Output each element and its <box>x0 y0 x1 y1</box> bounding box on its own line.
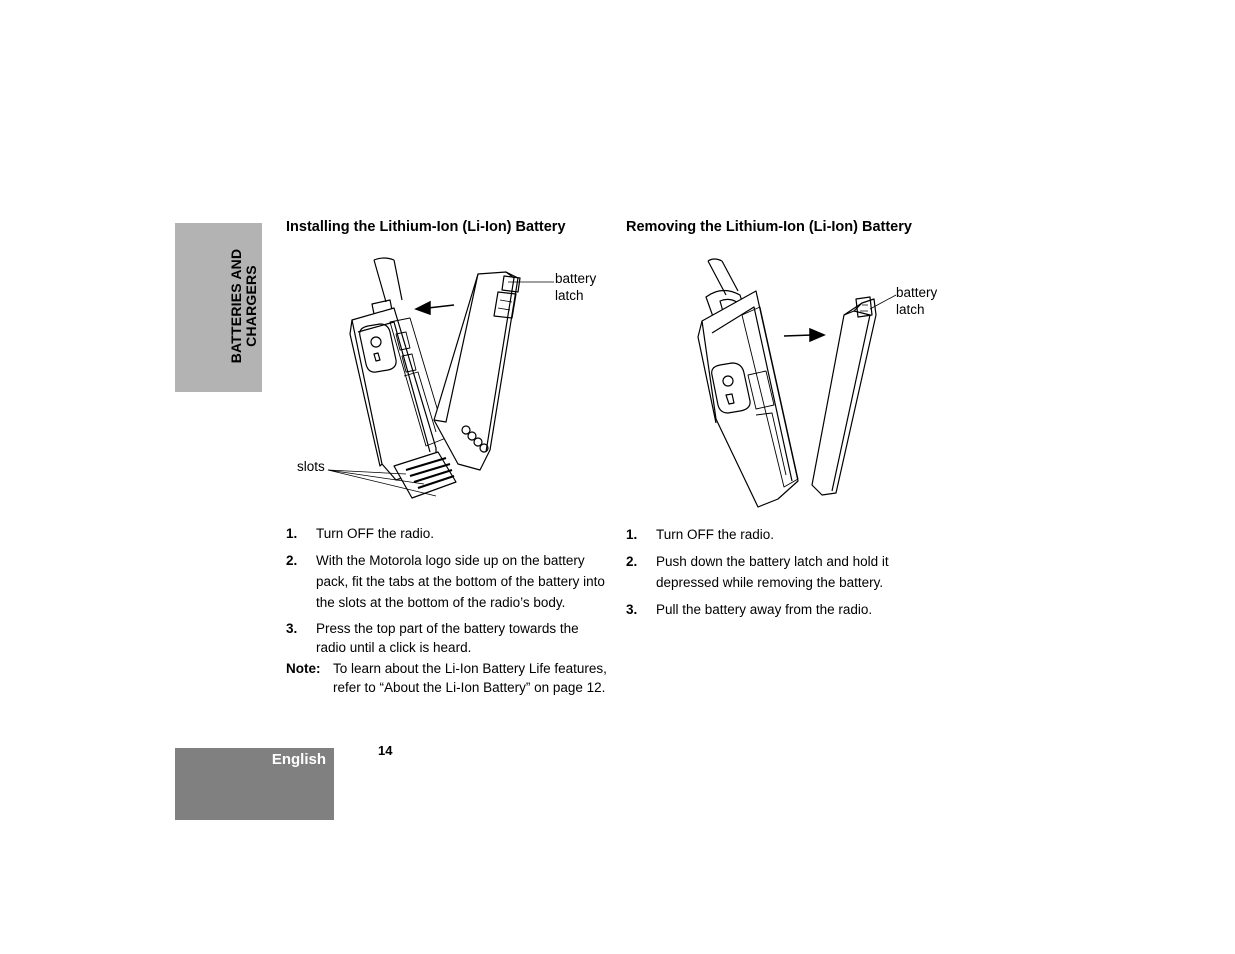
install-label-battery: battery <box>555 271 597 286</box>
install-step-text: Press the top part of the battery toward… <box>316 621 579 655</box>
remove-step-number: 2. <box>626 554 638 569</box>
install-step-number: 2. <box>286 553 298 568</box>
language-label: English <box>271 751 326 768</box>
remove-label-latch: latch <box>896 302 925 317</box>
remove-step-number: 1. <box>626 527 638 542</box>
install-step-text: With the Motorola logo side up on the ba… <box>316 553 605 610</box>
section-tab-line-1: BATTERIES AND <box>228 248 244 364</box>
remove-steps: 1. Turn OFF the radio. 2. Push down the … <box>626 524 916 626</box>
remove-step: 2. Push down the battery latch and hold … <box>626 551 916 593</box>
section-tab <box>175 223 262 392</box>
remove-step-number: 3. <box>626 602 638 617</box>
language-tab: English <box>175 748 334 820</box>
install-label-latch: latch <box>555 288 584 303</box>
section-tab-label: BATTERIES AND CHARGERS <box>228 248 259 364</box>
install-step-number: 3. <box>286 621 298 636</box>
install-step: 3. Press the top part of the battery tow… <box>286 619 610 657</box>
install-step: 1. Turn OFF the radio. <box>286 523 610 544</box>
install-heading: Installing the Lithium-Ion (Li-Ion) Batt… <box>286 219 566 235</box>
install-step: 2. With the Motorola logo side up on the… <box>286 550 610 613</box>
remove-battery-illustration: battery latch <box>697 258 938 508</box>
install-step-number: 1. <box>286 526 298 541</box>
install-note: Note: To learn about the Li-Ion Battery … <box>286 659 610 697</box>
remove-step: 3. Pull the battery away from the radio. <box>626 599 916 620</box>
page-number: 14 <box>378 743 393 758</box>
remove-label-battery: battery <box>896 285 938 300</box>
section-tab-line-2: CHARGERS <box>243 265 259 347</box>
remove-step-text: Turn OFF the radio. <box>656 527 775 542</box>
remove-heading: Removing the Lithium-Ion (Li-Ion) Batter… <box>626 219 912 235</box>
note-label: Note: <box>286 661 321 676</box>
install-step-text: Turn OFF the radio. <box>316 526 435 541</box>
install-steps: 1. Turn OFF the radio. 2. With the Motor… <box>286 523 610 697</box>
note-text: To learn about the Li-Ion Battery Life f… <box>333 661 607 695</box>
remove-step-text: Push down the battery latch and hold it … <box>656 554 889 590</box>
install-battery-illustration: battery latch slots <box>297 257 597 499</box>
remove-step-text: Pull the battery away from the radio. <box>656 602 873 617</box>
remove-step: 1. Turn OFF the radio. <box>626 524 916 545</box>
install-label-slots: slots <box>297 459 325 474</box>
